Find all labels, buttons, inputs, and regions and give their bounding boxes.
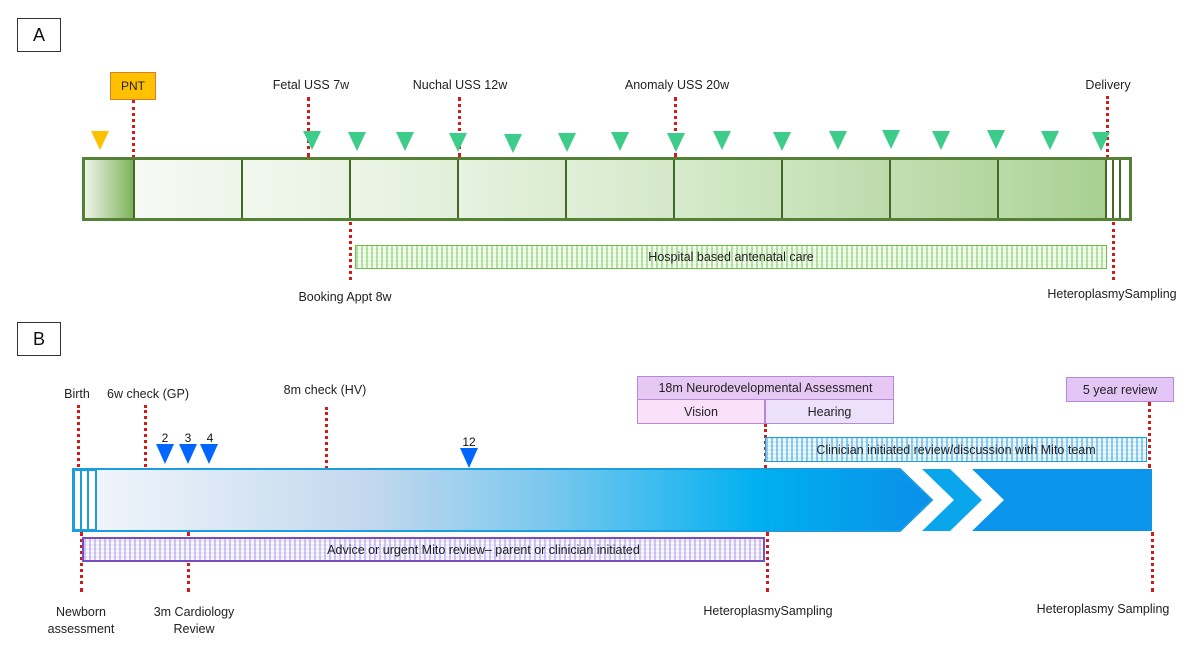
delivery-stripe (1121, 160, 1129, 218)
label-heteroplasmy-a: HeteroplasmySampling (1047, 287, 1177, 301)
scan-marker-icon (303, 131, 321, 150)
scan-marker-icon (1092, 132, 1110, 151)
five-year-dotted-line (1148, 402, 1151, 468)
vision-box: Vision (637, 399, 765, 424)
review-marker-icon (156, 444, 174, 464)
timeline-body (72, 468, 934, 532)
marker-number: 12 (462, 435, 476, 449)
booking-dotted-line (349, 222, 352, 280)
marker-number: 3 (184, 431, 192, 445)
label-nuchal-uss: Nuchal USS 12w (412, 78, 508, 92)
advice-review-label: Advice or urgent Mito review– parent or … (327, 542, 640, 557)
scan-marker-icon (829, 131, 847, 150)
childhood-timeline-bar (72, 468, 1152, 532)
review-marker-icon (200, 444, 218, 464)
scan-marker-icon (396, 132, 414, 151)
8m-dotted-line (325, 407, 328, 469)
panel-a-label: A (17, 18, 61, 52)
chevron-icon (922, 469, 982, 531)
pregnancy-timeline-bar (82, 157, 1132, 221)
label-cardiology-review: 3m Cardiology Review (154, 604, 235, 638)
scan-marker-icon (558, 133, 576, 152)
panel-b-label: B (17, 322, 61, 356)
marker-number: 2 (161, 431, 169, 445)
timeline-segment (567, 160, 675, 218)
review-marker-icon (460, 448, 478, 468)
scan-marker-icon (667, 133, 685, 152)
neuro-assessment-box: 18m Neurodevelopmental Assessment (637, 376, 894, 400)
delivery-stripe (1114, 160, 1121, 218)
heteroplasmy-a-dotted-line (1112, 222, 1115, 280)
anomaly-uss-dotted-line (674, 97, 677, 157)
birth-stripe (73, 469, 82, 531)
scan-marker-icon (713, 131, 731, 150)
heteroplasmy-18m-dotted-line (766, 532, 769, 592)
label-6w-check: 6w check (GP) (107, 387, 189, 401)
fetal-uss-dotted-line (307, 97, 310, 157)
heteroplasmy-5y-dotted-line (1151, 532, 1154, 592)
birth-dotted-line (77, 405, 80, 467)
timeline-segment (783, 160, 891, 218)
label-anomaly-uss: Anomaly USS 20w (624, 78, 730, 92)
scan-marker-icon (348, 132, 366, 151)
antenatal-care-band: Hospital based antenatal care (355, 245, 1107, 269)
timeline-segment (459, 160, 567, 218)
scan-marker-icon (611, 132, 629, 151)
pnt-dotted-line (132, 100, 135, 158)
advice-review-band: Advice or urgent Mito review– parent or … (82, 537, 765, 562)
scan-marker-icon (932, 131, 950, 150)
6w-dotted-line (144, 405, 147, 467)
timeline-end (972, 469, 1152, 531)
clinician-review-label: Clinician initiated review/discussion wi… (816, 442, 1096, 457)
delivery-stripe (1107, 160, 1114, 218)
label-8m-check: 8m check (HV) (283, 383, 367, 397)
scan-marker-icon (1041, 131, 1059, 150)
pnt-marker-icon (91, 131, 109, 150)
label-line: 3m Cardiology (153, 605, 235, 619)
clinician-review-band: Clinician initiated review/discussion wi… (765, 437, 1147, 462)
label-newborn-assessment: Newborn assessment (48, 604, 115, 638)
label-heteroplasmy-5y: Heteroplasmy Sampling (1036, 602, 1170, 616)
birth-stripe (80, 469, 89, 531)
timeline-segment (85, 160, 135, 218)
timeline-segment (891, 160, 999, 218)
label-heteroplasmy-18m: HeteroplasmySampling (703, 604, 833, 618)
label-birth: Birth (64, 387, 90, 401)
scan-marker-icon (773, 132, 791, 151)
review-marker-icon (179, 444, 197, 464)
scan-marker-icon (987, 130, 1005, 149)
timeline-segment (999, 160, 1107, 218)
label-line: Newborn (55, 605, 107, 619)
newborn-dotted-line (80, 532, 83, 592)
label-line: Review (173, 622, 215, 636)
timeline-segment (135, 160, 243, 218)
nuchal-uss-dotted-line (458, 97, 461, 157)
timeline-segment (351, 160, 459, 218)
scan-marker-icon (504, 134, 522, 153)
antenatal-care-label: Hospital based antenatal care (648, 250, 814, 264)
timeline-segment (243, 160, 351, 218)
label-booking-appt: Booking Appt 8w (298, 290, 392, 304)
label-fetal-uss: Fetal USS 7w (272, 78, 350, 92)
cardiology-dotted-line (187, 532, 190, 592)
delivery-dotted-line (1106, 96, 1109, 158)
label-line: assessment (47, 622, 115, 636)
pnt-box: PNT (110, 72, 156, 100)
birth-stripe (87, 469, 97, 531)
marker-number: 4 (206, 431, 214, 445)
label-delivery: Delivery (1085, 78, 1131, 92)
scan-marker-icon (882, 130, 900, 149)
timeline-segment (675, 160, 783, 218)
five-year-review-box: 5 year review (1066, 377, 1174, 402)
hearing-box: Hearing (765, 399, 894, 424)
scan-marker-icon (449, 133, 467, 152)
